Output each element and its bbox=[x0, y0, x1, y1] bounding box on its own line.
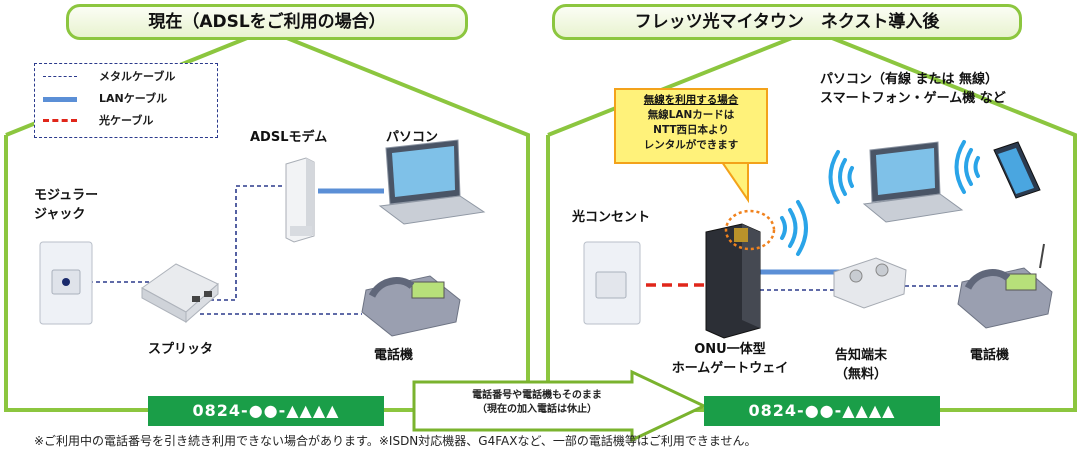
callout-body: 無線LANカードは NTT西日本より レンタルができます bbox=[643, 109, 739, 151]
label-pc: パソコン bbox=[386, 130, 439, 145]
laptop-icon-right bbox=[862, 141, 964, 223]
transition-arrow bbox=[412, 369, 708, 443]
splitter-icon bbox=[141, 263, 219, 324]
phone-number-right: 0824-●●-▲▲▲▲ bbox=[704, 396, 940, 426]
legend-optical-label: 光ケーブル bbox=[99, 114, 154, 127]
notification-terminal-icon bbox=[833, 257, 907, 309]
legend-metal-label: メタルケーブル bbox=[99, 70, 176, 83]
wifi-icon-smartphone bbox=[954, 140, 980, 194]
label-optical-outlet: 光コンセント bbox=[572, 210, 651, 225]
modular-jack-icon bbox=[39, 241, 93, 325]
legend-optical: 光ケーブル bbox=[43, 112, 213, 130]
wifi-icon-onu bbox=[780, 200, 808, 256]
legend-lan-label: LANケーブル bbox=[99, 92, 168, 105]
legend-metal: メタルケーブル bbox=[43, 68, 213, 86]
legend-lan: LANケーブル bbox=[43, 90, 213, 108]
telephone-icon bbox=[361, 275, 461, 337]
adsl-modem-icon bbox=[285, 157, 315, 243]
telephone-icon-right bbox=[957, 243, 1053, 329]
wireless-callout: 無線を利用する場合 無線LANカードは NTT西日本より レンタルができます bbox=[614, 88, 768, 164]
label-onu: ONU一体型 ホームゲートウェイ bbox=[671, 342, 789, 376]
label-splitter: スプリッタ bbox=[148, 342, 214, 357]
metal-cable-splitter-modem bbox=[210, 185, 284, 301]
callout-pointer bbox=[720, 161, 749, 204]
label-telephone-left: 電話機 bbox=[374, 348, 414, 363]
left-title: 現在（ADSLをご利用の場合） bbox=[66, 4, 468, 40]
label-telephone-right: 電話機 bbox=[970, 348, 1010, 363]
onu-gateway-icon bbox=[705, 209, 776, 339]
smartphone-icon bbox=[993, 141, 1041, 199]
label-modular-jack: モジュラー ジャック bbox=[34, 188, 99, 222]
callout-heading: 無線を利用する場合 bbox=[643, 94, 739, 106]
right-title: フレッツ光マイタウン ネクスト導入後 bbox=[552, 4, 1022, 40]
label-notification-terminal: 告知端末 （無料） bbox=[834, 348, 887, 382]
right-house-outline bbox=[546, 27, 1077, 412]
phone-number-left: 0824-●●-▲▲▲▲ bbox=[148, 396, 384, 426]
transition-arrow-text: 電話番号や電話機もそのまま （現在の加入電話は休止） bbox=[472, 390, 602, 415]
footnote: ※ご利用中の電話番号を引き続き利用できない場合があります。※ISDN対応機器、G… bbox=[34, 434, 757, 448]
laptop-icon bbox=[378, 139, 486, 225]
legend: メタルケーブル LANケーブル 光ケーブル bbox=[34, 63, 218, 138]
wifi-icon-laptop bbox=[828, 150, 854, 204]
left-house-outline bbox=[4, 27, 530, 412]
label-adsl-modem: ADSLモデム bbox=[250, 130, 328, 145]
label-devices: パソコン（有線 または 無線） スマートフォン・ゲーム機 など bbox=[820, 72, 1006, 106]
optical-outlet-icon bbox=[583, 241, 641, 325]
